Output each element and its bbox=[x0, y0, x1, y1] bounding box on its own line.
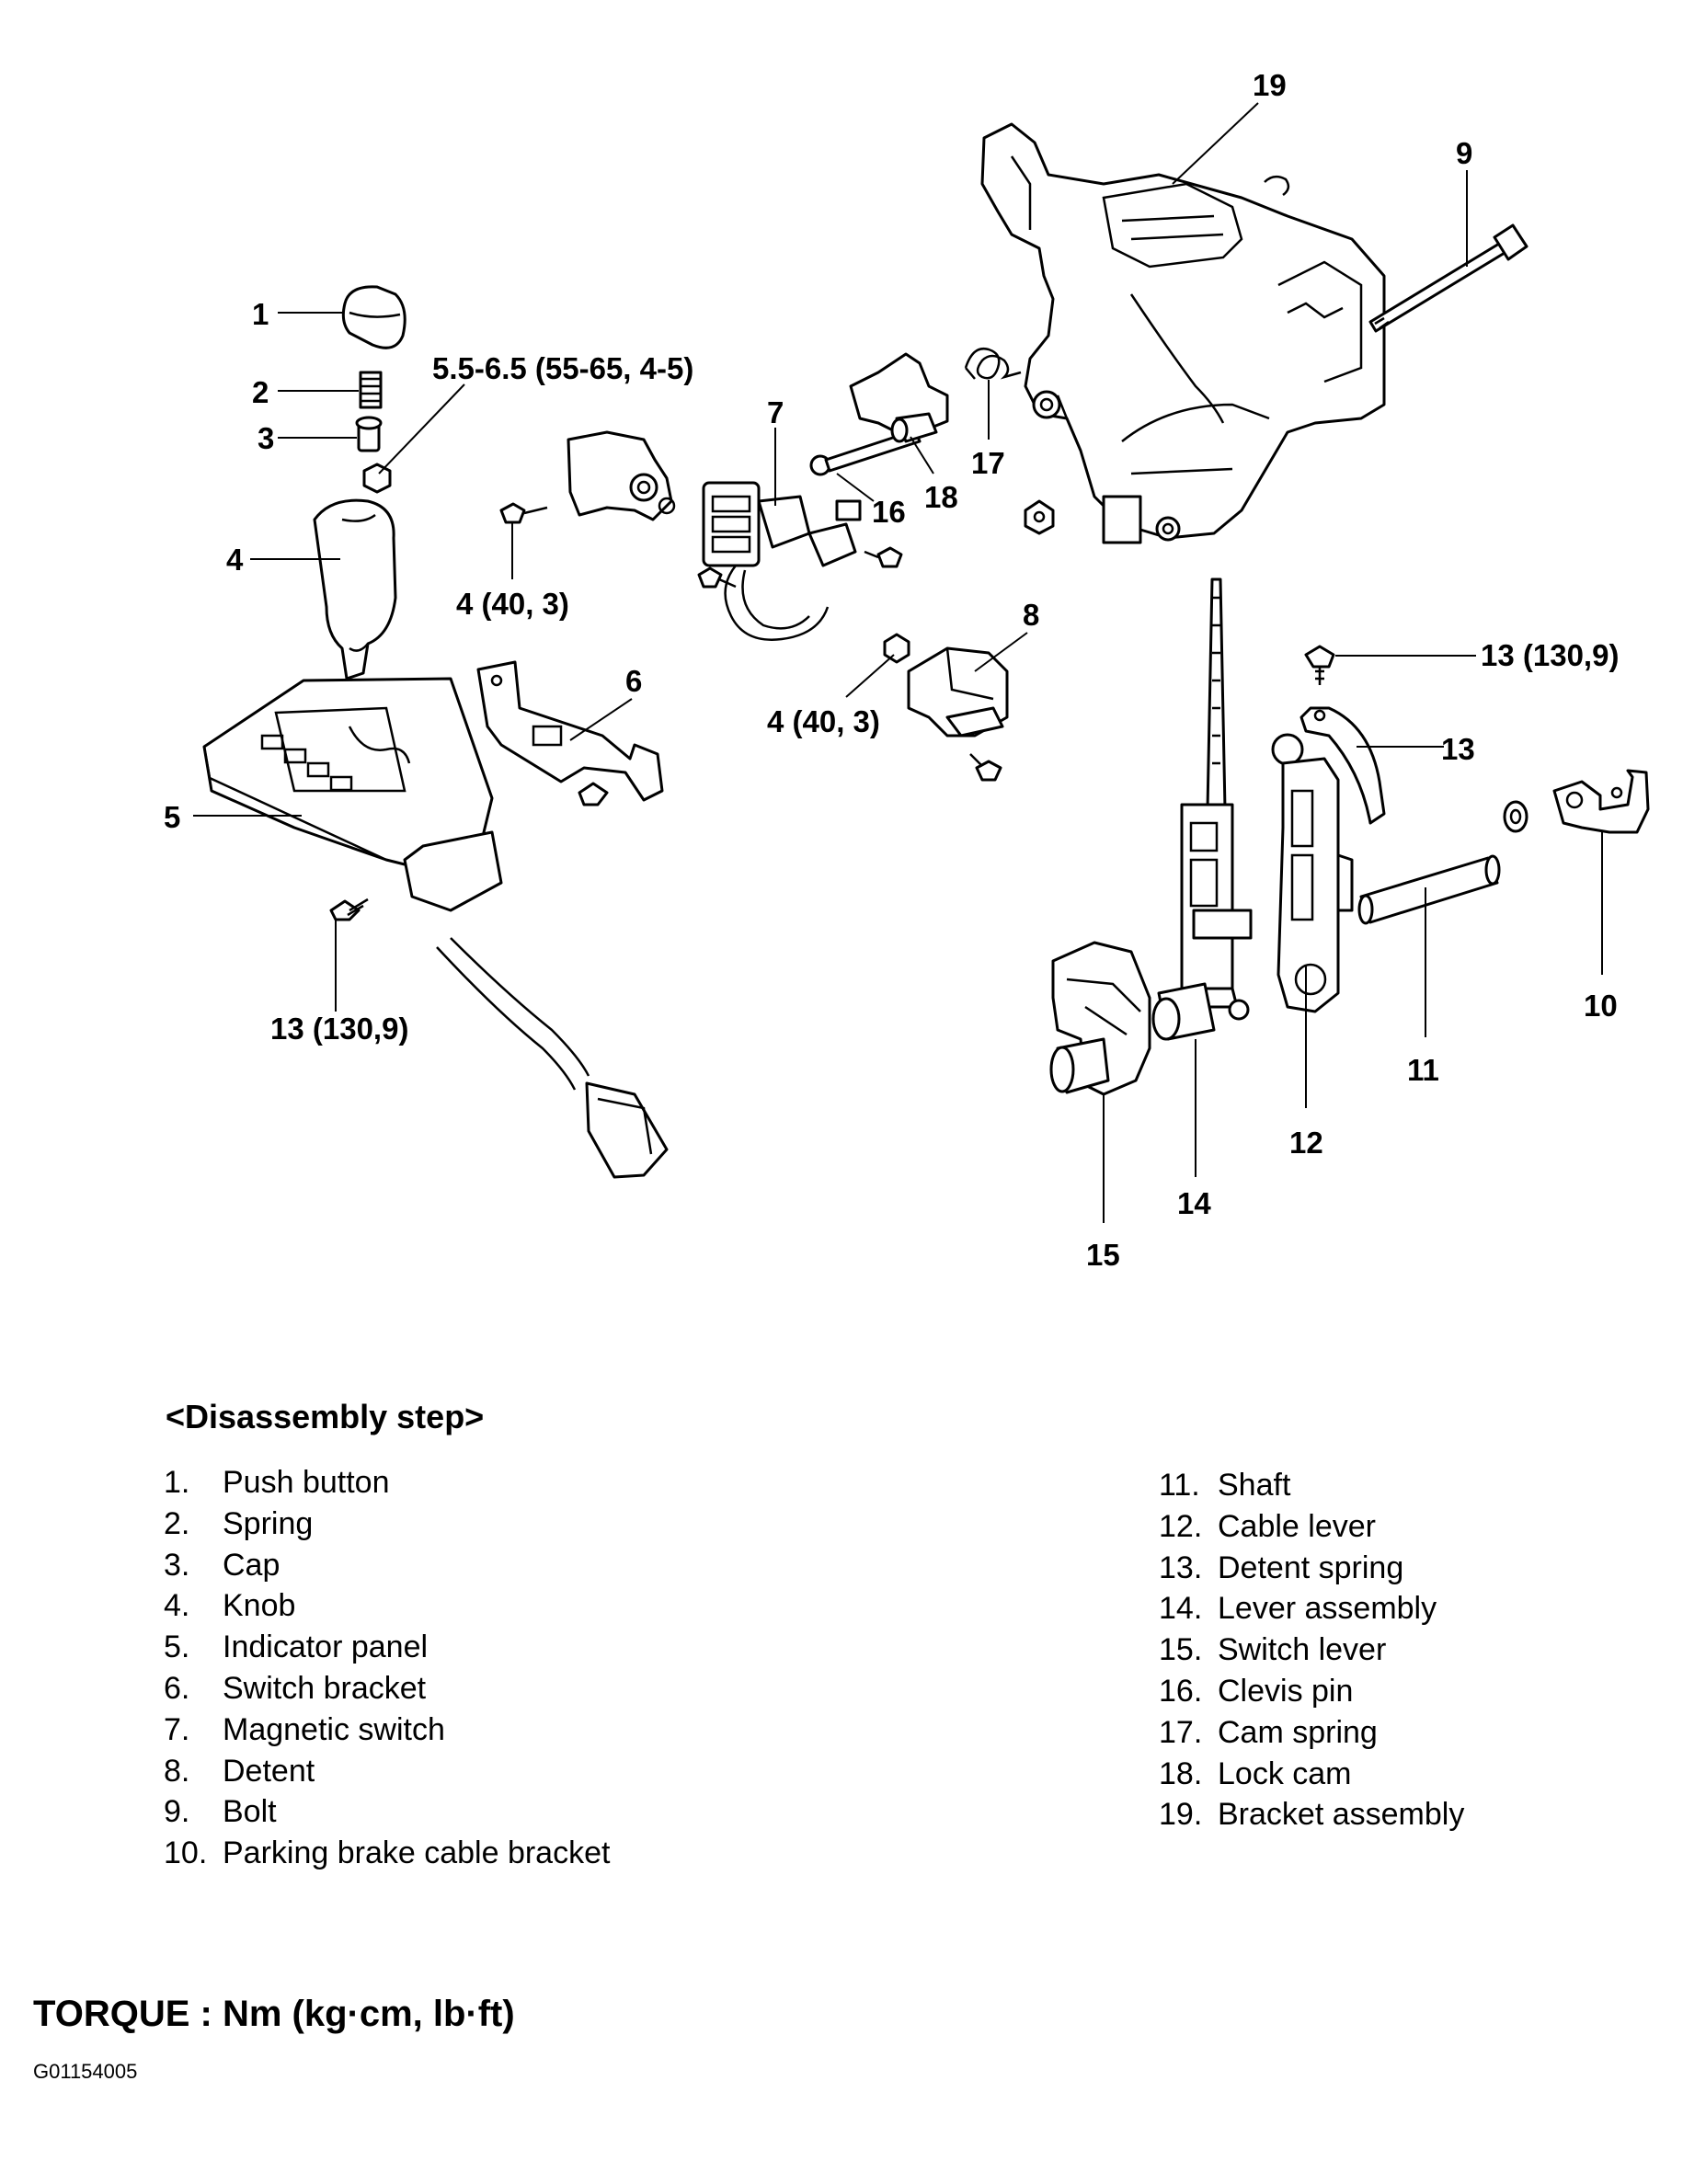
step-item: 13.Detent spring bbox=[1159, 1549, 1404, 1585]
torque-cap-nut: 5.5-6.5 (55-65, 4-5) bbox=[432, 351, 693, 385]
part-panel-bolt bbox=[329, 898, 369, 921]
part-detent-nut bbox=[883, 633, 910, 664]
disassembly-step-list-right: 11.Shaft 12.Cable lever 13.Detent spring… bbox=[1159, 1465, 1464, 1835]
callout-4: 4 bbox=[226, 543, 244, 577]
part-cap-nut bbox=[362, 463, 392, 494]
callout-9: 9 bbox=[1456, 136, 1472, 170]
callout-13: 13 bbox=[1441, 732, 1475, 766]
callout-8: 8 bbox=[1023, 598, 1039, 632]
part-cam-spring bbox=[964, 347, 1022, 380]
step-item: 3.Cap bbox=[164, 1547, 280, 1583]
callout-3: 3 bbox=[258, 421, 274, 455]
callout-6: 6 bbox=[625, 664, 642, 698]
callout-1: 1 bbox=[252, 297, 269, 331]
part-knob bbox=[313, 498, 397, 680]
step-item: 11.Shaft bbox=[1159, 1468, 1291, 1503]
callout-19: 19 bbox=[1253, 68, 1287, 102]
torque-switch-bolt: 4 (40, 3) bbox=[456, 587, 569, 621]
part-switch-screw-3 bbox=[864, 546, 903, 568]
part-lever-assembly bbox=[1151, 577, 1253, 1041]
callout-12: 12 bbox=[1289, 1126, 1323, 1160]
step-item: 10.Parking brake cable bracket bbox=[164, 1835, 611, 1871]
part-switch-screw bbox=[499, 502, 548, 524]
callout-16: 16 bbox=[872, 495, 906, 529]
part-magnetic-switch bbox=[702, 481, 862, 641]
step-item: 17.Cam spring bbox=[1159, 1714, 1378, 1750]
torque-panel-bolt: 13 (130,9) bbox=[270, 1012, 408, 1046]
part-parking-brake-cable-bracket bbox=[1552, 769, 1650, 834]
callout-11: 11 bbox=[1407, 1053, 1439, 1087]
part-bracket-bolt bbox=[578, 782, 609, 806]
callout-2: 2 bbox=[252, 375, 269, 409]
step-item: 18.Lock cam bbox=[1159, 1755, 1352, 1791]
step-item: 19.Bracket assembly bbox=[1159, 1797, 1465, 1833]
callout-15: 15 bbox=[1086, 1238, 1120, 1272]
step-item: 6.Switch bracket bbox=[164, 1670, 427, 1706]
step-item: 4.Knob bbox=[164, 1588, 296, 1624]
part-switch-screw-2 bbox=[697, 566, 737, 589]
torque-spring-bolt: 13 (130,9) bbox=[1481, 638, 1619, 672]
step-item: 2.Spring bbox=[164, 1505, 314, 1541]
disassembly-steps-heading: <Disassembly step> bbox=[166, 1398, 485, 1435]
part-retaining-clip bbox=[1264, 175, 1290, 197]
part-switch-lever bbox=[1049, 941, 1151, 1096]
step-item: 7.Magnetic switch bbox=[164, 1711, 445, 1747]
part-detent-screw bbox=[969, 753, 1002, 782]
step-item: 1.Push button bbox=[164, 1465, 390, 1500]
part-shaft bbox=[1357, 854, 1501, 925]
callout-5: 5 bbox=[164, 800, 180, 834]
torque-detent-nut: 4 (40, 3) bbox=[767, 704, 880, 738]
part-lock-cam bbox=[849, 352, 949, 443]
torque-units-legend: TORQUE : Nm (kg·cm, lb·ft) bbox=[33, 1994, 515, 2034]
part-detent-spring-bolt bbox=[1304, 645, 1335, 685]
exploded-view-diagram: 1 2 3 5.5-6.5 (55-65, 4-5) 4 bbox=[164, 68, 1650, 1272]
callout-10: 10 bbox=[1584, 989, 1618, 1023]
callout-18: 18 bbox=[924, 480, 958, 514]
callout-7: 7 bbox=[767, 395, 784, 429]
callout-17: 17 bbox=[971, 446, 1005, 480]
part-bracket-nut bbox=[1024, 499, 1055, 535]
part-switch-bracket bbox=[476, 660, 664, 802]
part-cable-lever bbox=[1271, 733, 1354, 1013]
step-item: 15.Switch lever bbox=[1159, 1632, 1387, 1668]
step-item: 5.Indicator panel bbox=[164, 1629, 429, 1665]
part-washer bbox=[1503, 800, 1528, 833]
part-bracket-assembly bbox=[980, 122, 1386, 544]
step-item: 14.Lever assembly bbox=[1159, 1591, 1437, 1627]
part-spring bbox=[359, 371, 383, 409]
part-bolt bbox=[1368, 223, 1528, 333]
disassembly-step-list-left: 1.Push button 2.Spring 3.Cap 4.Knob 5.In… bbox=[164, 1462, 610, 1874]
part-indicator-panel bbox=[202, 677, 669, 1179]
part-cap bbox=[355, 416, 383, 452]
step-item: 8.Detent bbox=[164, 1753, 315, 1789]
part-detent bbox=[907, 646, 1009, 738]
part-switch-block bbox=[567, 430, 676, 521]
step-item: 16.Clevis pin bbox=[1159, 1673, 1354, 1709]
callout-14: 14 bbox=[1177, 1186, 1211, 1220]
part-push-button bbox=[341, 285, 406, 349]
part-detent-spring bbox=[1299, 706, 1386, 825]
figure-code: G01154005 bbox=[33, 2060, 138, 2083]
step-item: 9.Bolt bbox=[164, 1794, 277, 1830]
step-item: 12.Cable lever bbox=[1159, 1508, 1376, 1544]
